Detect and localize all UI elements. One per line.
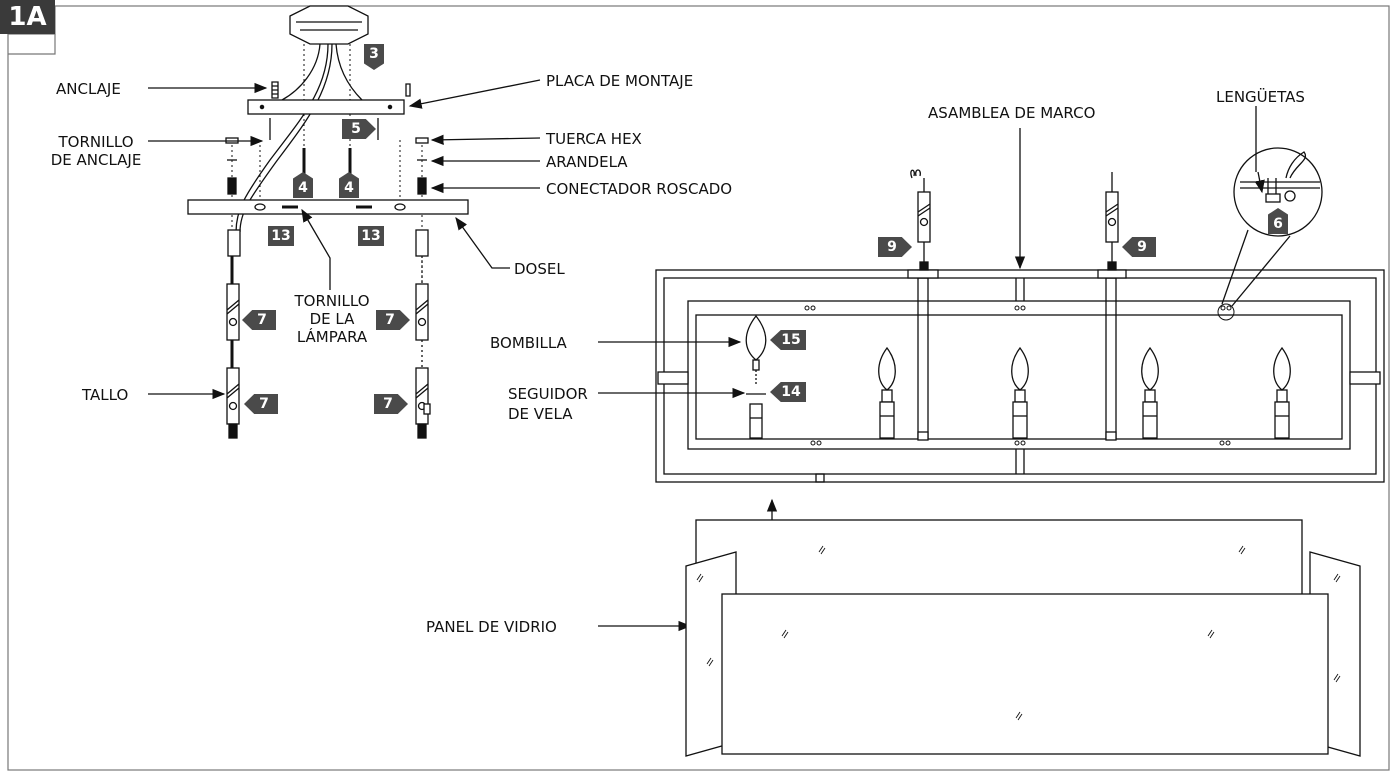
label-tuerca-hex: TUERCA HEX	[546, 130, 642, 148]
frame-assembly	[655, 169, 1385, 483]
step-tag: 1A	[0, 0, 55, 34]
badge-14: 14	[770, 382, 806, 402]
label-line: DE ANCLAJE	[50, 151, 142, 169]
badge-4a: 4	[293, 172, 313, 198]
badge-7a: 7	[242, 310, 276, 330]
label-line: LÁMPARA	[296, 328, 368, 346]
label-line: TORNILLO	[58, 133, 134, 151]
mounting-plate	[247, 99, 405, 115]
label-dosel: DOSEL	[514, 260, 565, 278]
label-tornillo-de-la-lampara: TORNILLO DE LA LÁMPARA	[282, 292, 382, 346]
junction-box	[289, 5, 369, 45]
label-panel-de-vidrio: PANEL DE VIDRIO	[426, 618, 557, 636]
label-asamblea-de-marco: ASAMBLEA DE MARCO	[928, 104, 1096, 122]
stem-right	[415, 229, 431, 439]
badge-3: 3	[364, 44, 384, 70]
badge-9b: 9	[1122, 237, 1156, 257]
label-tallo: TALLO	[82, 386, 129, 404]
label-line: DE LA	[309, 310, 355, 328]
canopy	[187, 199, 469, 215]
label-line: TORNILLO	[294, 292, 370, 310]
label-tornillo-de-anclaje: TORNILLO DE ANCLAJE	[44, 133, 148, 169]
badge-4b: 4	[339, 172, 359, 198]
label-arandela: ARANDELA	[546, 153, 628, 171]
label-conectador-roscado: CONECTADOR ROSCADO	[546, 180, 733, 198]
label-line: SEGUIDOR	[508, 385, 588, 403]
page-border	[7, 5, 1390, 771]
badge-6: 6	[1268, 208, 1288, 234]
label-anclaje: ANCLAJE	[56, 80, 121, 98]
label-line: DE VELA	[508, 405, 573, 423]
label-bombilla: BOMBILLA	[490, 334, 567, 352]
stem-left	[226, 229, 241, 439]
badge-5: 5	[342, 119, 376, 139]
label-lenguetas: LENGÜETAS	[1216, 88, 1305, 106]
label-seguidor-de-vela: SEGUIDOR DE VELA	[508, 384, 588, 424]
badge-9a: 9	[878, 237, 912, 257]
badge-7d: 7	[374, 394, 408, 414]
badge-13a: 13	[268, 226, 294, 246]
badge-7c: 7	[244, 394, 278, 414]
candle-bulbs	[745, 314, 1291, 439]
badge-15: 15	[770, 330, 806, 350]
label-placa-de-montaje: PLACA DE MONTAJE	[546, 72, 694, 90]
badge-7b: 7	[376, 310, 410, 330]
badge-13b: 13	[358, 226, 384, 246]
glass-panels	[685, 519, 1361, 757]
